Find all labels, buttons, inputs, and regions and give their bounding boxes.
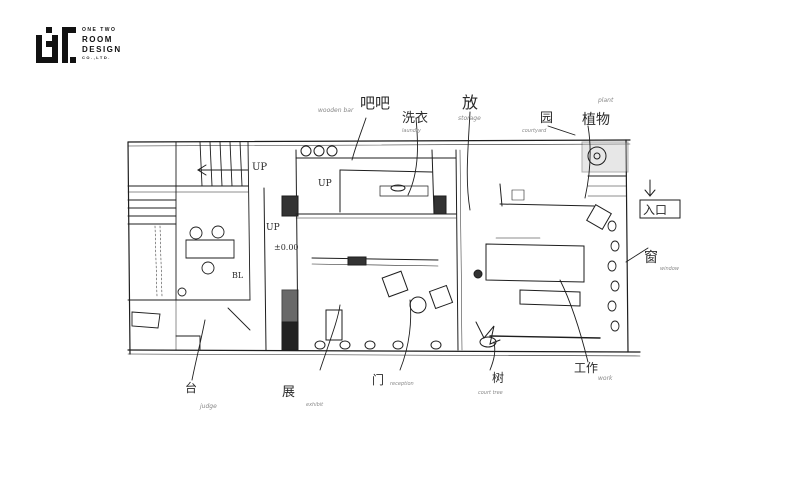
up-label-top: UP bbox=[252, 162, 267, 173]
laundry-label-en: laundry bbox=[402, 128, 422, 134]
up-arrow-top bbox=[197, 164, 249, 176]
brand-line2: ROOM bbox=[82, 35, 113, 44]
tree-symbol bbox=[475, 321, 501, 348]
courtyard-block bbox=[581, 141, 629, 197]
bar-counter bbox=[295, 145, 463, 351]
outer-walls bbox=[127, 139, 641, 357]
left-lower-wall bbox=[127, 287, 251, 351]
brand-line1: ONE TWO bbox=[82, 27, 117, 33]
tree-label-en: court tree bbox=[478, 390, 503, 396]
plant-label: 植物 bbox=[582, 112, 610, 128]
lounge-chairs bbox=[381, 204, 612, 314]
work-label-en: work bbox=[598, 375, 613, 382]
up-label-left: UP bbox=[266, 223, 280, 233]
reception-label-en: reception bbox=[390, 381, 414, 387]
exhibit-label-en: exhibit bbox=[306, 402, 324, 408]
level-mark: ±0.00 bbox=[274, 243, 299, 252]
brand-logo bbox=[36, 27, 76, 63]
judge-label-en: judge bbox=[199, 403, 217, 410]
window-label-en: window bbox=[660, 266, 680, 272]
entry-marker bbox=[639, 179, 681, 219]
ref-mark: BL bbox=[232, 271, 244, 280]
bar-label-en: wooden bar bbox=[318, 107, 354, 114]
storage-label: 放 bbox=[462, 93, 478, 112]
judge-label: 台 bbox=[185, 380, 197, 395]
laundry-label: 洗衣 bbox=[402, 110, 428, 126]
door-label: 门 bbox=[372, 372, 384, 387]
tree-label: 树 bbox=[492, 370, 504, 385]
up-label-center: UP bbox=[318, 179, 332, 189]
work-tables bbox=[485, 183, 601, 339]
plant-label-en: plant bbox=[597, 97, 614, 104]
garden-label-en: courtyard bbox=[522, 128, 547, 134]
left-table bbox=[185, 225, 235, 275]
window-label: 窗 bbox=[644, 249, 658, 266]
pebble-column bbox=[607, 220, 620, 332]
center-column bbox=[263, 149, 299, 351]
brand-line3: DESIGN bbox=[82, 45, 122, 54]
leader-lines bbox=[191, 111, 649, 381]
middle-bench bbox=[311, 256, 439, 341]
storage-label-en: storage bbox=[458, 115, 481, 122]
garden-label: 园 bbox=[540, 111, 553, 126]
work-label: 工作 bbox=[574, 361, 598, 375]
entry-label: 入口 bbox=[643, 203, 667, 217]
exhibit-label: 展 bbox=[282, 385, 295, 400]
bar-label: 吧吧 bbox=[360, 94, 390, 112]
window-row bbox=[314, 340, 442, 350]
stairs bbox=[127, 141, 251, 301]
brand-line4: CO.,LTD. bbox=[82, 55, 111, 60]
